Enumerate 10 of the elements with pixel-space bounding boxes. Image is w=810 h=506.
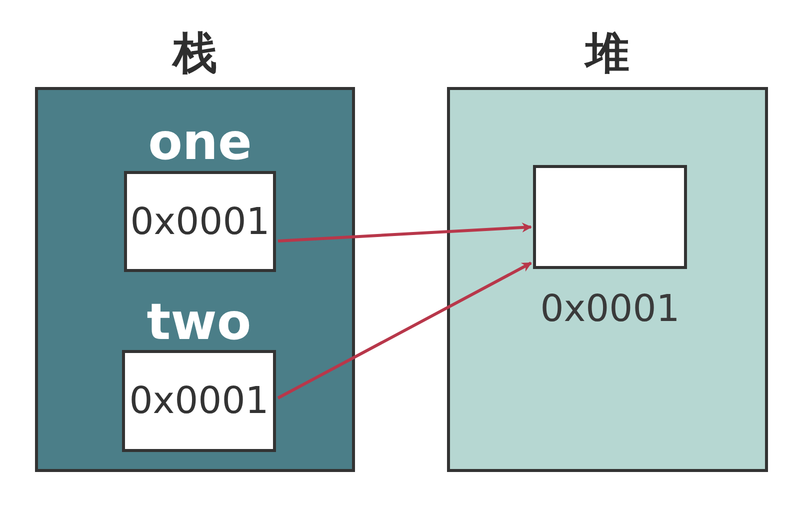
arrow bbox=[277, 262, 532, 400]
memory-box bbox=[533, 165, 687, 269]
address-cell: 0x0001 bbox=[122, 350, 276, 452]
arrow bbox=[278, 222, 532, 242]
address-label: 0x0001 bbox=[539, 286, 681, 332]
panel-heading: 堆 bbox=[583, 26, 630, 80]
address-cell: 0x0001 bbox=[124, 171, 276, 272]
variable-name: one bbox=[148, 113, 252, 171]
panel-heading: 栈 bbox=[170, 26, 218, 80]
variable-name: two bbox=[146, 293, 252, 350]
